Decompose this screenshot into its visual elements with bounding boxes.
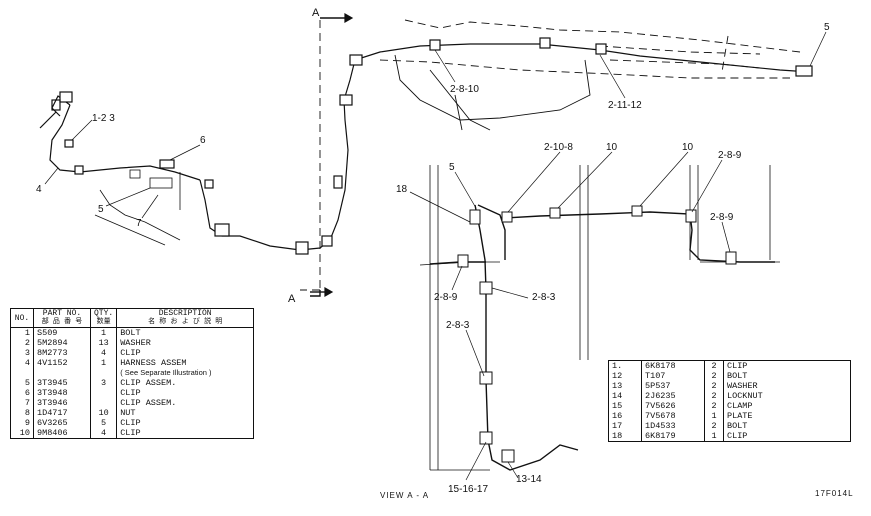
frame-outline <box>394 54 591 131</box>
section-label-a-top: A <box>312 7 320 19</box>
callout-2-8-3-b: 2-8-3 <box>446 320 470 331</box>
header-qty: QTY.数量 <box>89 308 118 328</box>
header-no: NO. <box>10 308 34 328</box>
callout-5-left: 5 <box>98 204 104 215</box>
harness-clips <box>59 37 813 255</box>
callout-5-top: 5 <box>824 22 830 33</box>
table-row: ( See Separate Illustration ) <box>10 368 255 378</box>
callout-2-8-9-b: 2-8-9 <box>710 212 734 223</box>
view-caption: VIEW A - A <box>380 491 430 500</box>
callout-2-8-3-a: 2-8-3 <box>532 292 556 303</box>
leader-lines <box>44 31 827 481</box>
callout-13-14: 13-14 <box>516 474 542 485</box>
section-arrow-bottom <box>324 286 334 298</box>
callout-15-16-17: 15-16-17 <box>448 484 488 495</box>
callout-1-2-3: 1-2 3 <box>92 113 115 124</box>
callout-5-mid: 5 <box>449 162 455 173</box>
callout-2-8-9-a: 2-8-9 <box>718 150 742 161</box>
callout-18: 18 <box>396 184 408 195</box>
callout-2-8-9-c: 2-8-9 <box>434 292 458 303</box>
callout-2-10-8: 2-10-8 <box>544 142 573 153</box>
callout-10-b: 10 <box>682 142 694 153</box>
callout-7: 7 <box>136 218 142 229</box>
callout-2-11-12: 2-11-12 <box>608 100 642 111</box>
connector-left <box>39 99 61 129</box>
section-arrow-top <box>344 12 354 24</box>
callout-10-a: 10 <box>606 142 618 153</box>
callout-2-8-10: 2-8-10 <box>450 84 479 95</box>
section-cut-line <box>310 17 345 297</box>
section-label-a-bottom: A <box>288 293 296 305</box>
drawing-number: 17F014L <box>815 489 854 498</box>
view-aa-frame <box>419 165 780 471</box>
callout-4: 4 <box>36 184 42 195</box>
body-outline-left <box>94 169 181 246</box>
callout-6: 6 <box>200 135 206 146</box>
header-part-no: PART NO.部 品 番 号 <box>33 308 91 328</box>
